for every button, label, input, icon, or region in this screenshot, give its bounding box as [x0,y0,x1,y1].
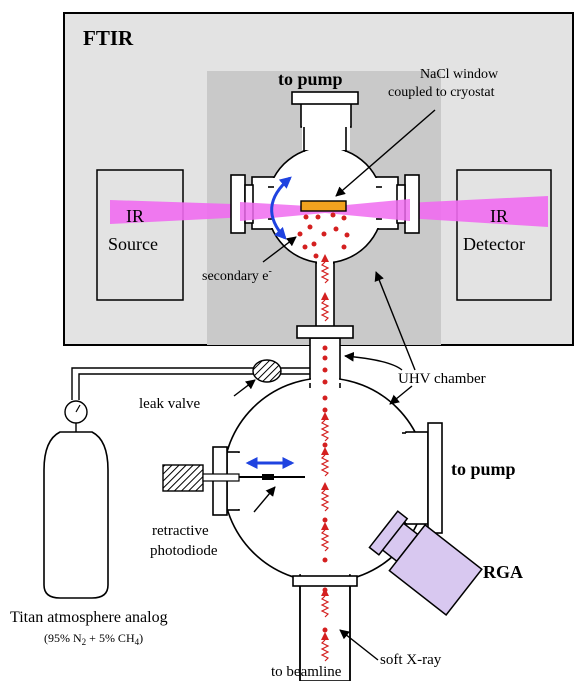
nacl-label-2: coupled to cryostat [388,85,495,100]
ir-source-label-1: IR [126,206,144,226]
secondary-electron-particles [297,212,350,259]
retractive-label-1: retractive [152,523,209,539]
soft-xray-arrowheads [321,254,329,640]
titan-title: Titan atmosphere analog [10,609,168,626]
uhv-chamber-label: UHV chamber [398,371,486,387]
retractive-label-2: photodiode [150,543,218,559]
to-pump-side-label: to pump [451,459,516,479]
ir-detector-label-2: Detector [463,234,525,254]
secondary-e-label: secondary e- [202,266,272,284]
leak-valve-label: leak valve [139,396,201,412]
photodiode-head [262,474,274,480]
soft-xray-beam [320,261,330,662]
pointer-arrows [233,109,436,661]
photodiode-actuator [162,464,204,492]
nacl-label-1: NaCl window [420,67,499,82]
titan-composition: (95% N2 + 5% CH4) [44,631,143,647]
rotation-arrow [270,176,292,240]
ir-detector-label-1: IR [490,206,508,226]
to-pump-top-label: to pump [278,69,343,89]
gas-line [71,367,310,400]
ir-source-label-2: Source [108,234,158,254]
ir-detector-box [456,169,552,301]
ir-source-box [96,169,184,301]
soft-xray-label: soft X-ray [380,652,442,668]
leak-valve-symbol [252,359,282,383]
rga-device [368,510,483,617]
gas-cylinder [43,431,109,599]
rga-label: RGA [483,562,523,582]
to-beamline-label: to beamline [271,664,342,680]
nacl-window [300,200,347,212]
ftir-label: FTIR [83,26,134,50]
